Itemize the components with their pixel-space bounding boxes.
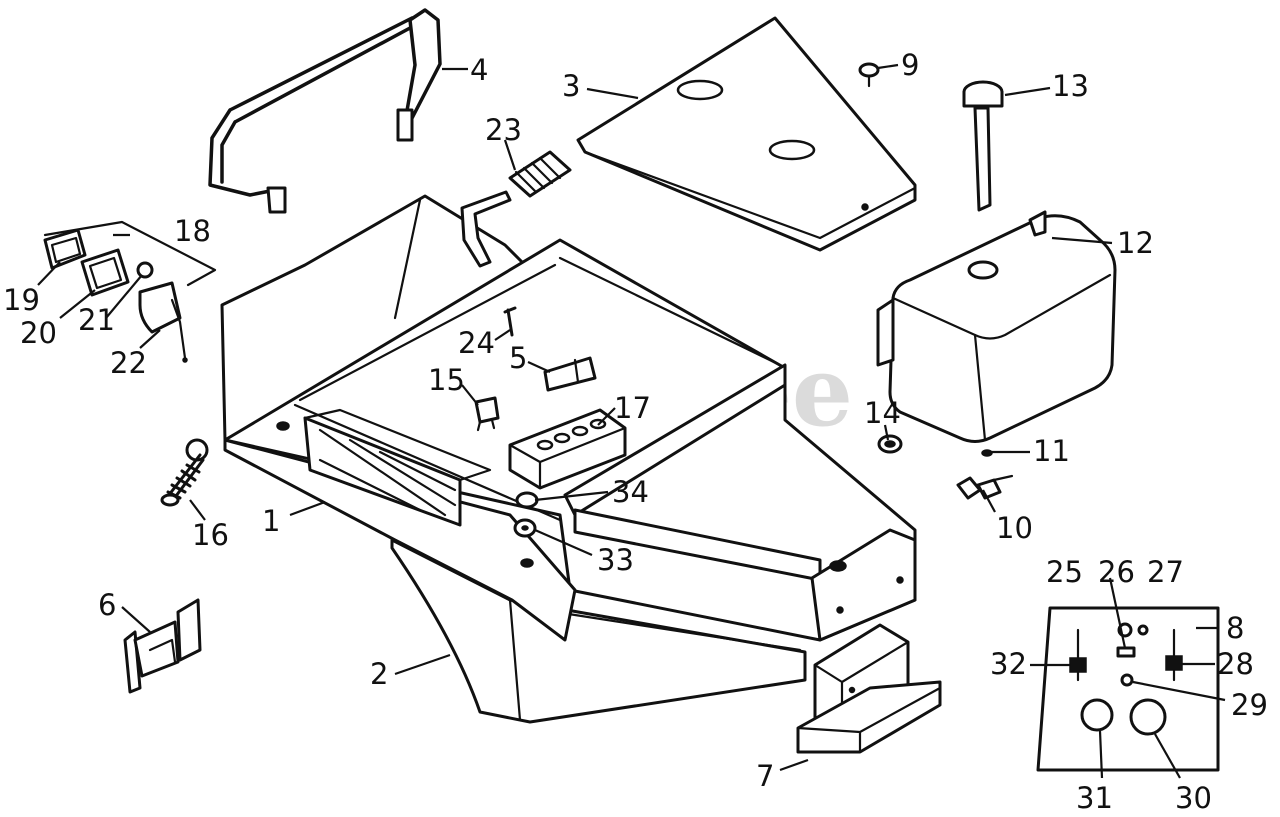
part-7-foot-block[interactable] [796,623,942,754]
callout-8: 8 [1226,611,1244,645]
part-2-lower-shroud[interactable] [390,538,807,724]
part-17-battery[interactable] [508,408,627,490]
callout-26: 26 [1098,555,1135,589]
part-22-housing[interactable] [138,281,188,363]
callout-1: 1 [262,504,280,538]
part-5-bracket[interactable] [543,356,597,392]
callout-7: 7 [756,759,774,793]
part-10-valve[interactable] [956,474,1014,500]
callout-21: 21 [78,303,115,337]
leader-lines [37,63,1226,779]
callout-6: 6 [98,588,116,622]
part-31-gauge[interactable] [1080,698,1114,732]
callout-34: 34 [612,475,649,509]
part-23-grip[interactable] [508,150,572,198]
callout-28: 28 [1217,647,1254,681]
part-20-bezel[interactable] [80,248,130,297]
callout-18: 18 [174,214,211,248]
part-33-nut[interactable] [513,518,537,538]
callout-16: 16 [192,518,229,552]
callout-19: 19 [3,283,40,317]
part-28-toggle[interactable] [1165,655,1183,671]
part-32-toggle[interactable] [1069,657,1087,673]
part-25-switch[interactable] [1116,646,1136,658]
callout-25: 25 [1046,555,1083,589]
callout-10: 10 [996,511,1033,545]
callout-4: 4 [470,53,488,87]
part-8-control-panel[interactable] [1036,606,1220,772]
part-6-hinge-bracket[interactable] [123,598,202,694]
part-12-fuel-tank[interactable] [876,210,1117,443]
callout-2: 2 [370,657,388,691]
part-24-pin[interactable] [503,306,517,337]
callout-5: 5 [509,341,527,375]
part-4-handle-bar[interactable] [208,8,442,214]
part-13-fuel-cap[interactable] [962,80,1004,212]
part-19-lens[interactable] [43,228,87,270]
callout-27: 27 [1147,555,1184,589]
callout-12: 12 [1117,226,1154,260]
part-21-bulb[interactable] [136,261,154,279]
part-14-grommet[interactable] [877,434,903,454]
callout-15: 15 [428,363,465,397]
callout-24: 24 [458,326,495,360]
callout-20: 20 [20,316,57,350]
callout-30: 30 [1175,781,1212,815]
callout-23: 23 [485,113,522,147]
part-16-spring[interactable] [160,438,209,507]
part-34-clamp[interactable] [515,491,539,509]
callout-22: 22 [110,346,147,380]
part-9-bolt[interactable] [858,62,880,88]
callout-14: 14 [864,396,901,430]
callout-9: 9 [901,48,919,82]
part-29-lamp[interactable] [1120,673,1134,687]
callout-17: 17 [614,391,651,425]
part-18-light-plate[interactable] [43,220,217,287]
part-27-indicator[interactable] [1137,624,1149,636]
callout-13: 13 [1052,69,1089,103]
callout-labels: 1 2 3 4 5 6 7 8 9 10 11 12 13 14 15 16 1… [3,48,1268,815]
callout-29: 29 [1231,688,1268,722]
callout-32: 32 [990,647,1027,681]
part-15-switch[interactable] [474,396,500,432]
callout-11: 11 [1033,434,1070,468]
callout-31: 31 [1076,781,1113,815]
part-30-gauge[interactable] [1129,698,1167,736]
callout-3: 3 [562,69,580,103]
part-3-top-cover[interactable] [576,16,917,252]
callout-33: 33 [597,543,634,577]
